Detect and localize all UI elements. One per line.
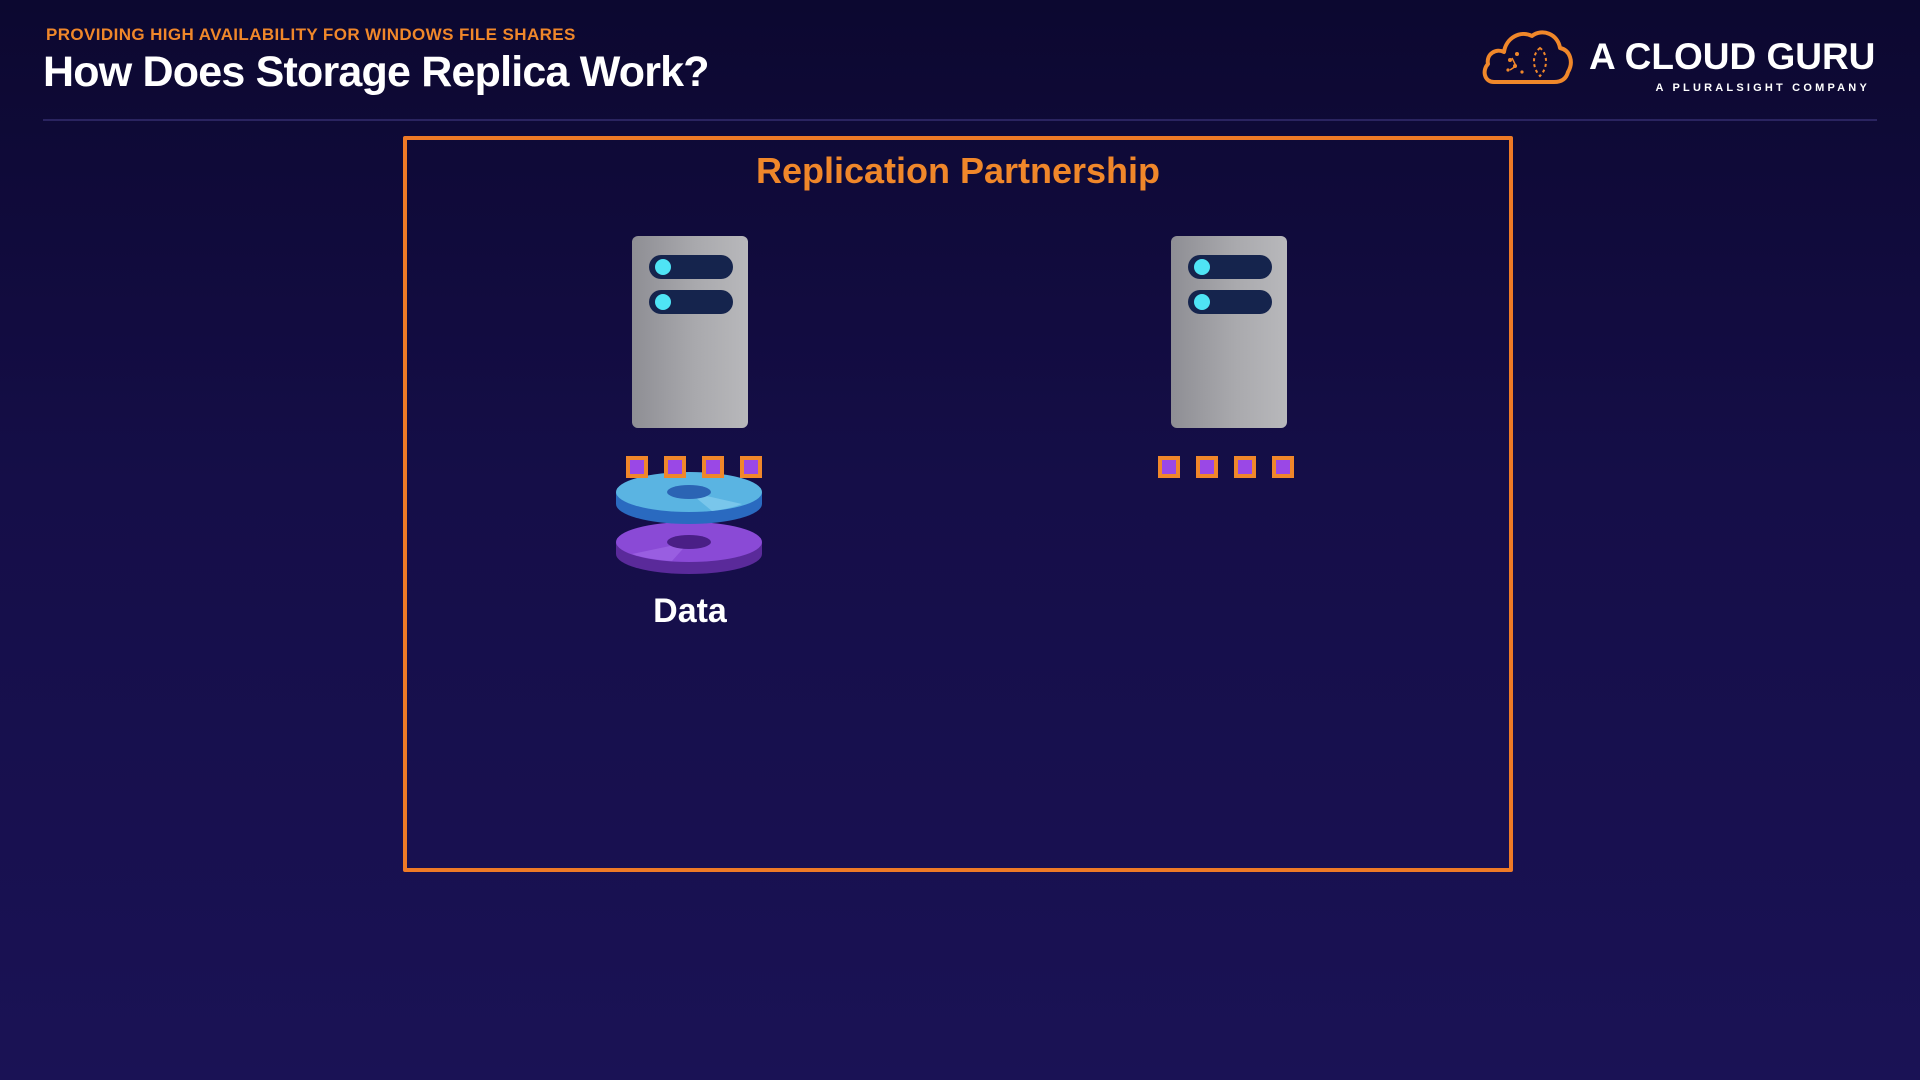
slide-title: How Does Storage Replica Work? (43, 48, 710, 96)
data-block (664, 456, 686, 478)
server-led (1194, 294, 1210, 310)
eyebrow-title: PROVIDING HIGH AVAILABILITY FOR WINDOWS … (46, 25, 576, 44)
cloud-icon (1482, 30, 1573, 84)
data-label: Data (653, 592, 727, 630)
data-block (1272, 456, 1294, 478)
source-disk-stack-icon (616, 472, 762, 574)
data-block (1196, 456, 1218, 478)
server-led (655, 294, 671, 310)
partnership-title: Replication Partnership (755, 150, 1161, 191)
data-block (626, 456, 648, 478)
brand-logo: A CLOUD GURU A PLURALSIGHT COMPANY (1480, 24, 1880, 104)
data-block (702, 456, 724, 478)
logo-name: A CLOUD GURU (1589, 36, 1876, 77)
server-slot (649, 255, 733, 279)
header-divider (43, 119, 1877, 121)
server-led (1194, 259, 1210, 275)
data-block (740, 456, 762, 478)
data-block (1234, 456, 1256, 478)
data-block (1158, 456, 1180, 478)
replication-partnership-box: Replication Partnership (403, 136, 1513, 872)
server-slot (1188, 255, 1272, 279)
source-server-icon (632, 236, 748, 428)
server-slot (649, 290, 733, 314)
server-slot (1188, 290, 1272, 314)
destination-server-icon (1171, 236, 1287, 428)
logo-tagline: A PLURALSIGHT COMPANY (1655, 82, 1870, 94)
server-led (655, 259, 671, 275)
